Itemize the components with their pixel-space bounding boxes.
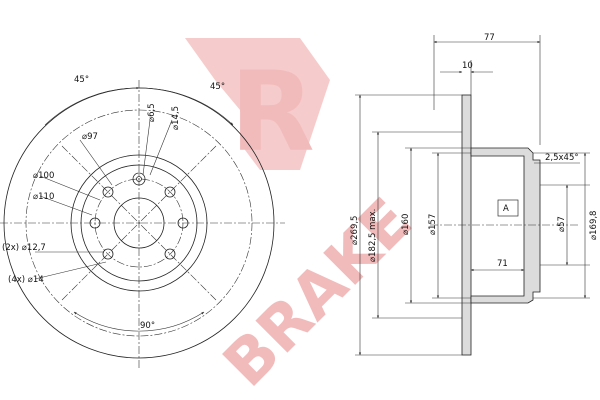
- dim-width-77: 77: [484, 33, 495, 43]
- dim-thick-10: 10: [462, 61, 473, 71]
- logo-letter: R: [230, 48, 315, 176]
- watermark-text: BRAKE: [209, 184, 426, 400]
- logo-shape: [185, 38, 330, 170]
- watermark: R BRAKE: [185, 38, 426, 400]
- dim-d157: ⌀157: [428, 214, 438, 235]
- bolt-hole: [164, 248, 176, 260]
- dim-d160: ⌀160: [401, 214, 411, 235]
- dim-depth-71: 71: [497, 259, 508, 269]
- datum-label: A: [503, 204, 509, 214]
- bolt-hole: [102, 248, 114, 260]
- front-view: 45° 45° 90° ⌀97 ⌀6,5 ⌀14,5 ⌀100 ⌀110 (2x…: [0, 75, 285, 370]
- angle-45-left: 45°: [74, 75, 89, 85]
- bolt-hole: [164, 186, 176, 198]
- dim-d182-5: ⌀182,5 max.: [368, 209, 378, 262]
- side-view: A 77 10 2,5x45° 71 ⌀269,5 ⌀182,5 max. ⌀1…: [350, 33, 599, 356]
- dim-holes-4x: (4x) ⌀14: [8, 275, 44, 285]
- datum-box: [497, 199, 519, 217]
- dim-chamfer: 2,5x45°: [545, 153, 579, 163]
- dim-d100: ⌀100: [33, 171, 54, 181]
- dim-d169-8: ⌀169,8: [589, 211, 599, 240]
- dim-d57: ⌀57: [557, 216, 567, 232]
- dim-d97: ⌀97: [82, 132, 98, 142]
- angle-45-right: 45°: [210, 82, 225, 92]
- dim-holes-2x: (2x) ⌀12,7: [2, 243, 46, 253]
- angle-90-bottom: 90°: [140, 321, 155, 331]
- dim-d14-5: ⌀14,5: [171, 106, 181, 130]
- bolt-hole: [102, 186, 114, 198]
- dim-d110: ⌀110: [33, 192, 54, 202]
- dim-d6-5: ⌀6,5: [147, 103, 157, 122]
- hat-section: [470, 147, 541, 304]
- dim-d269-5: ⌀269,5: [350, 216, 360, 245]
